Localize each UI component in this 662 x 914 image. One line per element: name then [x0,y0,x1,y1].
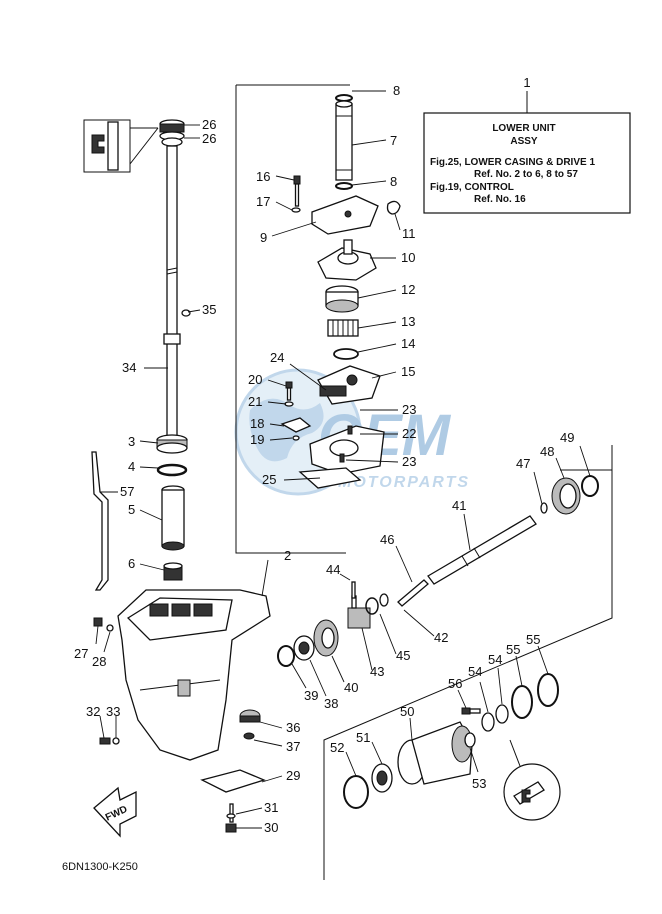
callout-22: 22 [402,426,416,441]
water-pump-assembly [280,94,401,489]
callout-41: 41 [452,498,466,513]
callout-54-right: 54 [488,652,502,667]
callout-14: 14 [401,336,415,351]
callout-49: 49 [560,430,574,445]
callout-8-top: 8 [393,83,400,98]
propeller-shaft-assembly [277,475,599,667]
callout-44: 44 [326,562,340,577]
callout-26-bottom: 26 [202,131,216,146]
callout-40: 40 [344,680,358,695]
callout-34: 34 [122,360,136,375]
info-box: 1 LOWER UNIT ASSY Fig.25, LOWER CASING &… [423,75,631,214]
callout-9: 9 [260,230,267,245]
callout-19: 19 [250,432,264,447]
callout-32: 32 [86,704,100,719]
callout-1: 1 [523,75,530,90]
callout-10: 10 [401,250,415,265]
callout-27: 27 [74,646,88,661]
drawing-code: 6DN1300-K250 [62,861,138,873]
callout-56: 56 [448,676,462,691]
callout-47: 47 [516,456,530,471]
callout-15: 15 [401,364,415,379]
callout-29: 29 [286,768,300,783]
callout-45: 45 [396,648,410,663]
callout-18: 18 [250,416,264,431]
callout-17: 17 [256,194,270,209]
callout-53: 53 [472,776,486,791]
watermark-tagline: MOTORPARTS [338,474,470,491]
watermark-globe-land-icon [249,398,324,462]
callout-23-top: 23 [402,402,416,417]
callout-8-bottom: 8 [390,174,397,189]
callout-46: 46 [380,532,394,547]
anode-assembly [200,769,266,833]
info-box-line1: Fig.25, LOWER CASING & DRIVE 1 [430,157,595,168]
callout-20: 20 [248,372,262,387]
callout-23-bottom: 23 [402,454,416,469]
callout-28: 28 [92,654,106,669]
info-box-line3: Fig.19, CONTROL [430,182,514,193]
shift-rod [91,451,109,591]
callout-37: 37 [286,739,300,754]
callout-54-left: 54 [468,664,482,679]
impeller-icon [327,319,359,337]
callout-55-left: 55 [506,642,520,657]
frame-lines [235,84,613,880]
callout-3: 3 [128,434,135,449]
callout-11: 11 [402,226,416,241]
callout-52: 52 [330,740,344,755]
callout-12: 12 [401,282,415,297]
callout-21: 21 [248,394,262,409]
callout-30: 30 [264,820,278,835]
gear-pinion-assembly [239,709,261,740]
info-box-line2: Ref. No. 2 to 6, 8 to 57 [474,169,578,180]
callout-57: 57 [120,484,134,499]
callout-6: 6 [128,556,135,571]
callout-42: 42 [434,630,448,645]
callout-50: 50 [400,704,414,719]
drive-shaft-assembly [83,119,191,581]
callout-33: 33 [106,704,120,719]
callout-24: 24 [270,350,284,365]
callout-55-right: 55 [526,632,540,647]
callout-16: 16 [256,169,270,184]
leader-lines [95,90,591,829]
callout-51: 51 [356,730,370,745]
callout-35: 35 [202,302,216,317]
info-box-line4: Ref. No. 16 [474,194,526,205]
bearing-housing-assembly [343,673,561,821]
callout-5: 5 [128,502,135,517]
info-box-title: LOWER UNIT [492,123,555,134]
lower-casing [93,589,271,761]
callout-48: 48 [540,444,554,459]
callout-2: 2 [284,548,291,563]
callout-25: 25 [262,472,276,487]
callout-7: 7 [390,133,397,148]
callout-numbers: 8 7 8 16 17 9 11 10 12 13 14 15 24 20 21… [74,83,574,835]
callout-4: 4 [128,459,135,474]
callout-43: 43 [370,664,384,679]
callout-26-top: 26 [202,117,216,132]
callout-36: 36 [286,720,300,735]
callout-39: 39 [304,688,318,703]
callout-31: 31 [264,800,278,815]
fwd-arrow: FWD [93,786,137,838]
callout-38: 38 [324,696,338,711]
callout-13: 13 [401,314,415,329]
detail-inset [83,119,131,173]
info-box-subtitle: ASSY [510,136,538,147]
